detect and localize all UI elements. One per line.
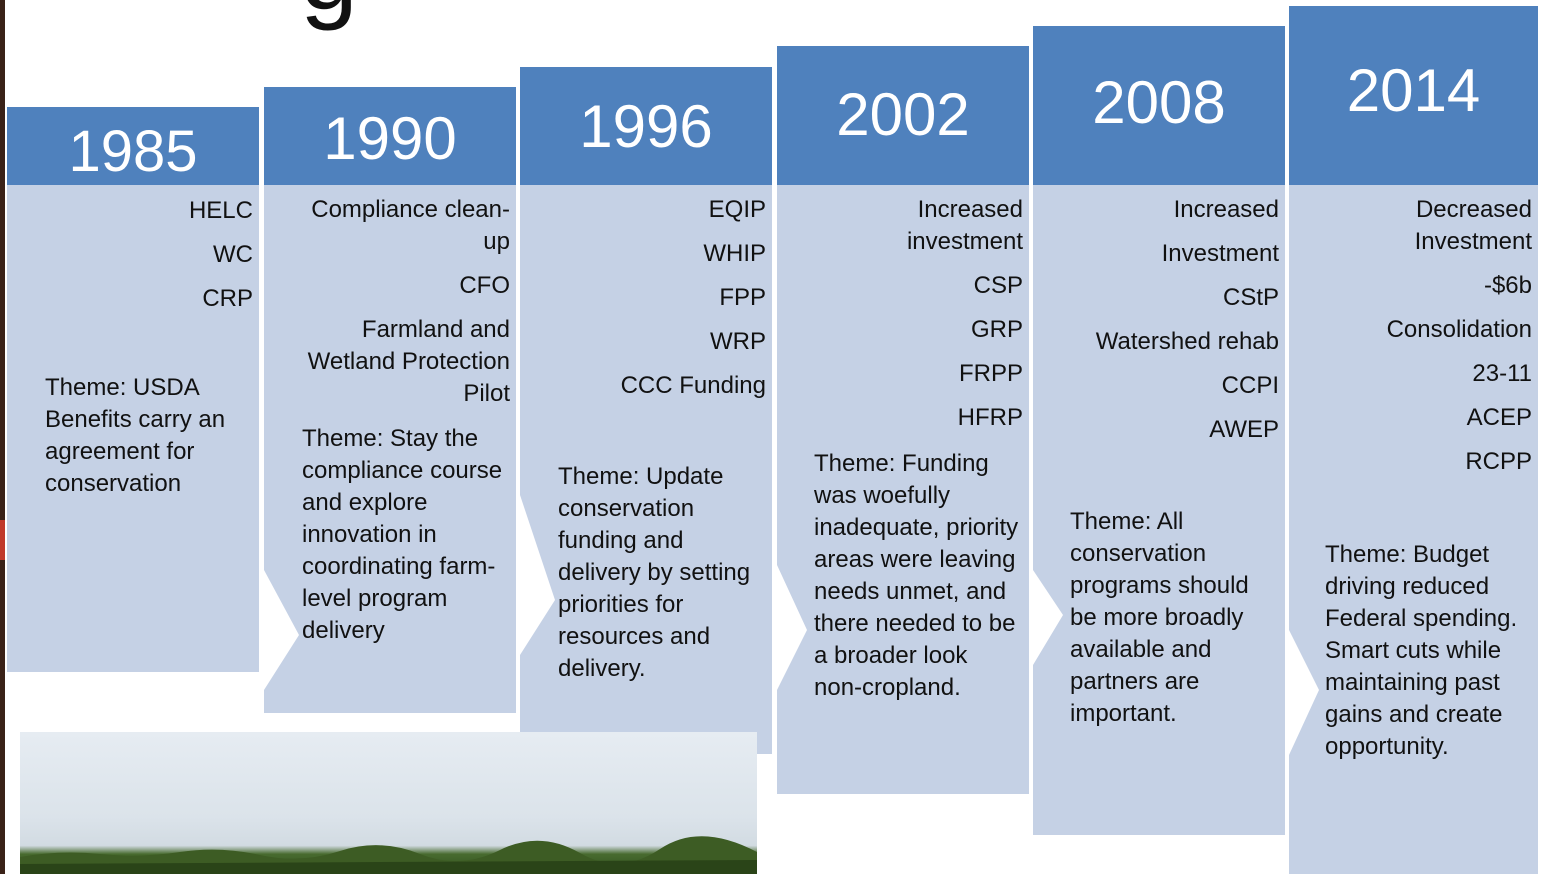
program-item: Consolidation — [1386, 316, 1532, 343]
timeline-column-1996: 1996 EQIP WHIP FPP WRP CCC Funding Theme… — [520, 67, 772, 754]
year-label: 1990 — [323, 105, 457, 172]
program-item: Decreased Investment — [1414, 196, 1532, 255]
farmland-photo — [20, 732, 757, 874]
timeline-column-1985: 1985 HELC WC CRP Theme: USDA Benefits ca… — [7, 107, 259, 672]
treeline-graphic — [20, 836, 757, 874]
theme-text: Theme: USDA Benefits carry an agreement … — [45, 374, 226, 497]
program-item: CStP — [1222, 284, 1279, 311]
program-item: CFO — [459, 272, 510, 299]
program-item: Investment — [1161, 240, 1279, 267]
year-label: 2008 — [1092, 69, 1226, 136]
column-body-shape — [1033, 185, 1285, 835]
timeline-column-2002: 2002 Increased investment CSP GRP FRPP H… — [777, 46, 1029, 794]
program-item: GRP — [970, 316, 1023, 343]
program-list: Increased Investment CStP Watershed reha… — [1096, 194, 1279, 458]
column-body-shape — [777, 185, 1029, 794]
year-label: 1996 — [579, 93, 713, 160]
program-item: CCC Funding — [620, 372, 766, 399]
theme-text: Theme: All conservation programs should … — [1070, 508, 1249, 727]
program-list: Decreased Investment -$6b Consolidation … — [1332, 194, 1532, 490]
year-label: 2002 — [836, 81, 970, 148]
program-item: CRP — [202, 285, 253, 312]
column-body-shape — [264, 185, 516, 713]
year-header: 1990 — [264, 87, 516, 185]
program-item: 23-11 — [1472, 360, 1532, 387]
timeline-column-1990: 1990 Compliance clean-up CFO Farmland an… — [264, 87, 516, 713]
program-list: EQIP WHIP FPP WRP CCC Funding — [621, 194, 766, 414]
program-item: Increased — [1173, 196, 1279, 223]
program-item: Watershed rehab — [1095, 328, 1279, 355]
program-item: CCPI — [1221, 372, 1279, 399]
program-item: WRP — [710, 328, 766, 355]
program-item: HELC — [188, 197, 253, 224]
program-list: HELC WC CRP — [189, 195, 253, 327]
program-item: WC — [213, 241, 253, 268]
program-item: -$6b — [1483, 272, 1532, 299]
program-item: CSP — [973, 272, 1023, 299]
year-header: 2002 — [777, 46, 1029, 185]
theme-text: Theme: Funding was woefully inadequate, … — [814, 450, 1019, 701]
program-list: Compliance clean-up CFO Farmland and Wet… — [290, 194, 510, 422]
program-item: FRPP — [958, 360, 1023, 387]
program-list: Increased investment CSP GRP FRPP HFRP — [823, 194, 1023, 446]
left-edge-strip — [0, 0, 5, 874]
theme-text: Theme: Update conservation funding and d… — [558, 463, 751, 682]
program-item: Compliance clean-up — [311, 196, 510, 255]
program-item: AWEP — [1209, 416, 1279, 443]
theme-text: Theme: Budget driving reduced Federal sp… — [1325, 541, 1518, 760]
column-body-shape — [7, 185, 259, 672]
column-body-shape — [1289, 185, 1538, 874]
program-item: Increased investment — [906, 196, 1023, 255]
year-label: 1985 — [68, 119, 198, 184]
theme-text: Theme: Stay the compliance course and ex… — [302, 425, 503, 644]
program-item: HFRP — [957, 404, 1023, 431]
program-item: FPP — [719, 284, 766, 311]
year-header: 1996 — [520, 67, 772, 185]
year-label: 2014 — [1346, 57, 1481, 124]
program-item: Farmland and Wetland Protection Pilot — [307, 316, 510, 407]
program-item: RCPP — [1465, 448, 1532, 475]
program-item: ACEP — [1466, 404, 1532, 431]
year-header: 1985 — [7, 107, 259, 185]
year-header: 2008 — [1033, 26, 1285, 185]
column-body-shape — [520, 185, 772, 754]
slide-title-fragment: g — [300, 0, 358, 26]
program-item: EQIP — [708, 196, 766, 223]
timeline-column-2008: 2008 Increased Investment CStP Watershed… — [1033, 26, 1285, 835]
year-header: 2014 — [1289, 6, 1538, 185]
program-item: WHIP — [703, 240, 766, 267]
timeline-column-2014: 2014 Decreased Investment -$6b Consolida… — [1289, 6, 1538, 874]
